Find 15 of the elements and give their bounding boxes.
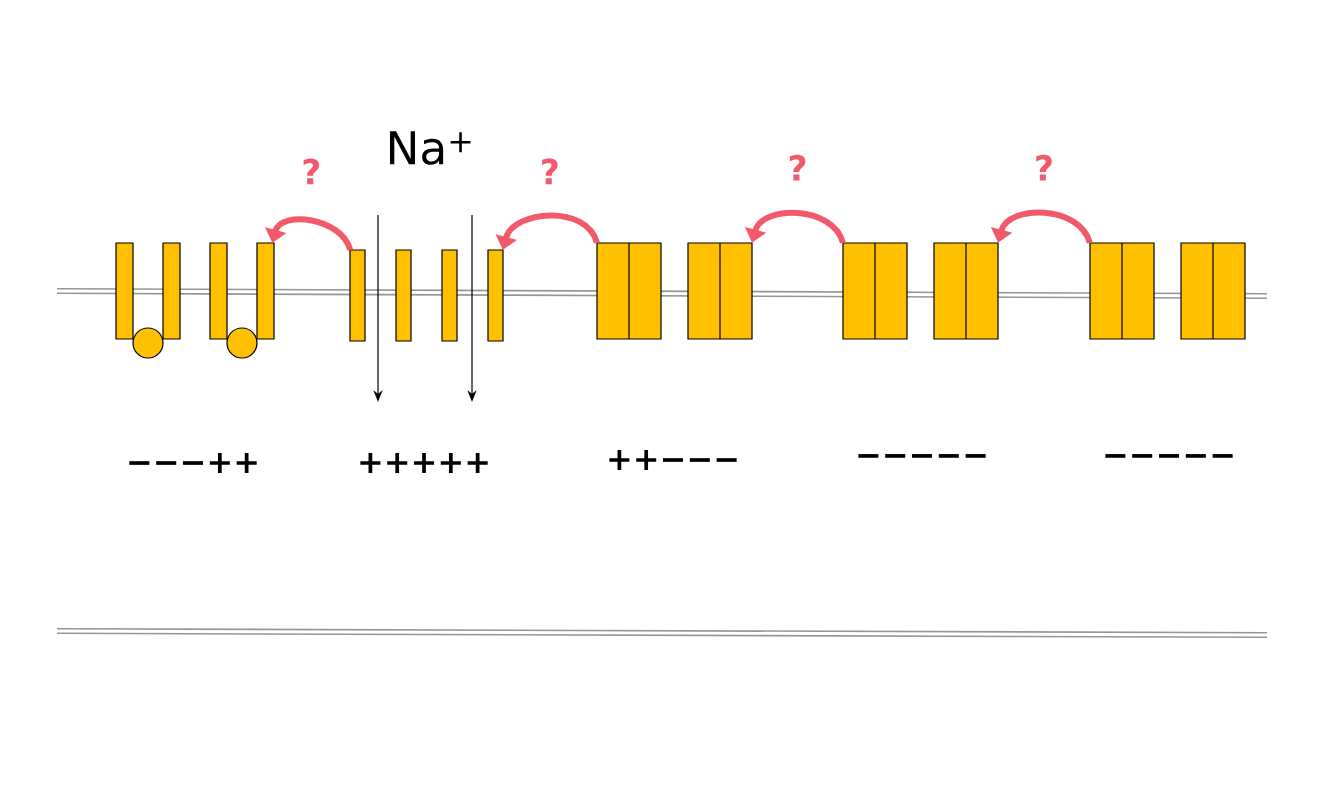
ion-channel-drawing [115,242,275,359]
edge-label: ? [303,158,320,185]
charge-label: ++−−− [609,450,737,471]
ion-channel-drawing [842,242,999,340]
charge-label: −−−−− [1105,454,1233,458]
charge-label: +++++ [360,453,488,474]
charge-label: −−−++ [129,453,257,474]
ion-channel-drawing [349,249,504,342]
ion-label: Na$^{+}$ [390,131,471,165]
ion-channel-drawing [1089,242,1246,340]
edge-label: ? [1036,154,1052,181]
ion-channel-drawing [596,242,753,340]
edge-label: ? [789,154,806,181]
edge-label: ? [542,158,558,185]
charge-label: −−−−− [858,454,986,458]
